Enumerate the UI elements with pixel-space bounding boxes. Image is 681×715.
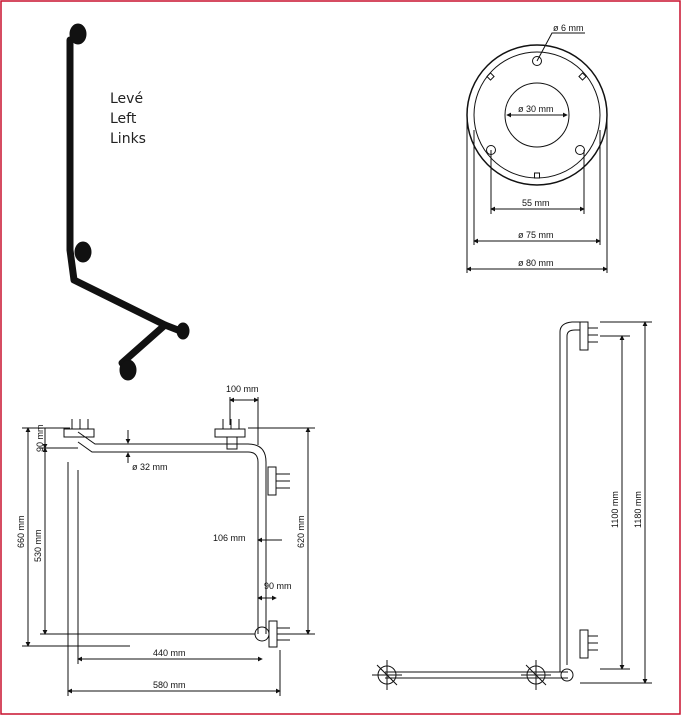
dim-d6: ø 6 mm bbox=[553, 23, 584, 33]
label-czech: Levé bbox=[110, 91, 144, 107]
rosette-view bbox=[466, 32, 608, 273]
dim-d75: ø 75 mm bbox=[518, 230, 554, 240]
grab-bar-perspective bbox=[66, 23, 190, 381]
dim-w580: 580 mm bbox=[153, 680, 186, 690]
dim-w55: 55 mm bbox=[522, 198, 550, 208]
dim-h1180: 1180 mm bbox=[633, 491, 643, 528]
dim-d80: ø 80 mm bbox=[518, 258, 554, 268]
dim-d32: ø 32 mm bbox=[132, 462, 168, 472]
side-view bbox=[372, 321, 652, 690]
dim-w440: 440 mm bbox=[153, 648, 186, 658]
dim-h1100: 1100 mm bbox=[610, 491, 620, 528]
label-english: Left bbox=[110, 111, 137, 127]
dim-h620: 620 mm bbox=[296, 515, 306, 548]
dim-h660: 660 mm bbox=[16, 515, 26, 548]
dim-w90: 90 mm bbox=[264, 581, 292, 591]
dim-w106: 106 mm bbox=[213, 533, 246, 543]
label-german: Links bbox=[110, 131, 146, 147]
dim-w100: 100 mm bbox=[226, 384, 259, 394]
dim-h90: 90 mm bbox=[35, 424, 45, 452]
dim-h530: 530 mm bbox=[33, 529, 43, 562]
dim-d30: ø 30 mm bbox=[518, 104, 554, 114]
top-view bbox=[22, 397, 315, 696]
